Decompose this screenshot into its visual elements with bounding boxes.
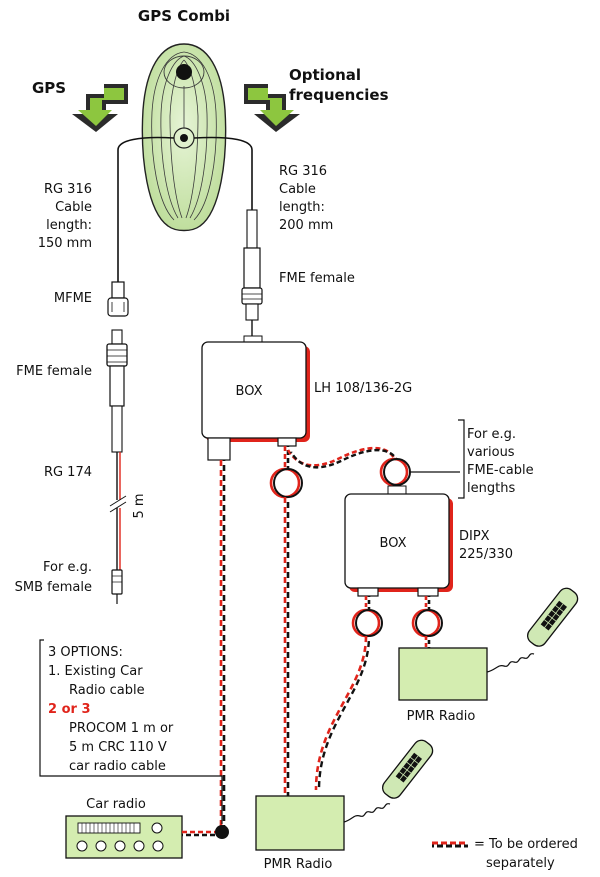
fme-female-right-label: FME female: [279, 271, 355, 286]
pmr-radio-right-label: PMR Radio: [407, 709, 476, 724]
pmr-right-coil-cord: [486, 653, 535, 673]
car-radio: [65, 815, 183, 859]
gps-arrow-icon: [72, 84, 128, 132]
box1-model-label: LH 108/136-2G: [314, 381, 412, 396]
fme-female-connector-left: [106, 329, 128, 453]
connector-ring-1: [269, 467, 301, 499]
fme-female-connector-right: [241, 209, 263, 342]
smb-label-line1: For e.g.: [43, 560, 92, 575]
fme-note-bracket: [458, 419, 465, 499]
pmr-radio-bottom-label: PMR Radio: [264, 857, 333, 872]
box2-model-line2: 225/330: [459, 547, 513, 562]
cable-box2-to-pmr-bottom-black: [317, 635, 371, 791]
smb-connector: [111, 569, 123, 604]
rg316-left-line1: RG 316: [44, 182, 92, 197]
options-line7: car radio cable: [69, 759, 166, 774]
rg316-right-line3: length:: [279, 200, 325, 215]
rg316-right-line4: 200 mm: [279, 218, 333, 233]
rg316-left-line4: 150 mm: [38, 236, 92, 251]
legend-line1: = To be ordered: [474, 837, 578, 852]
pmr-radio-bottom: [255, 795, 345, 851]
car-radio-junction: [215, 825, 229, 839]
gps-combi-antenna: [141, 43, 227, 232]
pmr-radio-right: [398, 647, 488, 701]
optional-arrow-icon: [244, 84, 300, 132]
rg316-right-line1: RG 316: [279, 164, 327, 179]
options-bracket: [39, 639, 223, 824]
smb-label-line2: SMB female: [15, 580, 92, 595]
car-radio-label: Car radio: [86, 797, 146, 812]
cable-break-mark-1: [109, 495, 127, 507]
box-dipx: [344, 485, 453, 597]
five-m-label: 5 m: [132, 493, 147, 518]
fme-note-line3: FME-cable: [467, 463, 534, 478]
options-line5: PROCOM 1 m or: [69, 721, 174, 736]
cable-box2-to-pmr-bottom-red: [314, 635, 368, 791]
box1-label: BOX: [236, 384, 263, 399]
rg316-right-line2: Cable: [279, 182, 316, 197]
handset-bottom-icon: [381, 739, 434, 799]
options-line4: 2 or 3: [48, 702, 91, 717]
fme-note-line1: For e.g.: [467, 427, 516, 442]
cable-rg316-right: [193, 136, 253, 210]
pmr-bottom-coil-cord: [343, 803, 391, 823]
mfme-connector: [107, 281, 129, 317]
handset-right-icon: [526, 587, 579, 647]
options-line1: 3 OPTIONS:: [48, 645, 123, 660]
rg174-label: RG 174: [44, 465, 92, 480]
fme-note-line2: various: [467, 445, 515, 460]
optional-label-line2: frequencies: [289, 86, 389, 104]
options-line2: 1. Existing Car: [48, 664, 143, 679]
rg316-left-line3: length:: [46, 218, 92, 233]
optional-label-line1: Optional: [289, 66, 361, 84]
legend-line2: separately: [486, 856, 555, 871]
box2-label: BOX: [380, 536, 407, 551]
diagram-title: GPS Combi: [138, 7, 230, 25]
options-line3: Radio cable: [69, 683, 145, 698]
cable-box1-to-box2-black: [289, 448, 399, 469]
gps-label: GPS: [32, 79, 66, 97]
options-line6: 5 m CRC 110 V: [69, 740, 167, 755]
box-lh108: [201, 335, 310, 461]
rg316-left-line2: Cable: [55, 200, 92, 215]
mfme-label: MFME: [54, 291, 92, 306]
cable-rg316-left: [117, 136, 175, 282]
fme-female-left-label: FME female: [16, 364, 92, 379]
box2-model-line1: DIPX: [459, 529, 490, 544]
cable-break-mark-2: [109, 501, 127, 513]
fme-note-line4: lengths: [467, 481, 515, 496]
